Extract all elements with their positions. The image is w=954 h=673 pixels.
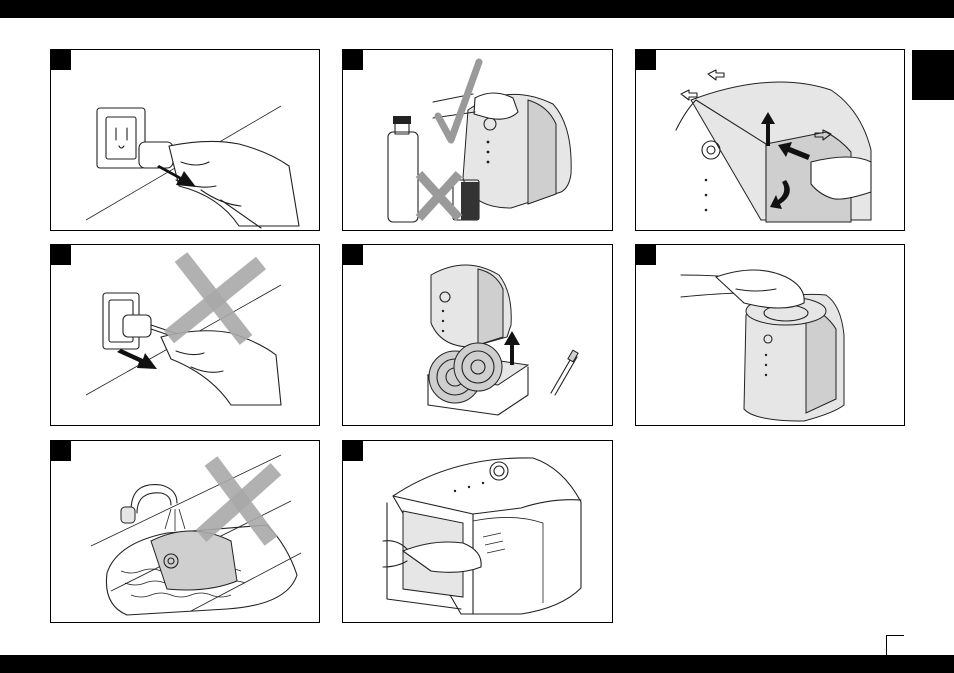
panel-remove-filter bbox=[342, 244, 613, 426]
open-housing-icon bbox=[636, 50, 905, 231]
section-tab bbox=[912, 50, 954, 100]
no-chemicals-icon bbox=[343, 50, 613, 231]
bottom-bar bbox=[0, 655, 954, 673]
panel-no-chemical-cleaners bbox=[342, 49, 613, 231]
no-immersion-icon bbox=[51, 441, 320, 623]
panel-wipe-inside bbox=[342, 440, 613, 623]
wipe-inside-icon bbox=[343, 441, 613, 623]
pull-cord-icon bbox=[51, 245, 320, 426]
filter-removal-icon bbox=[343, 245, 613, 426]
page-number-box bbox=[886, 635, 904, 655]
panel-open-housing bbox=[635, 49, 905, 231]
panel-do-not-immerse bbox=[50, 440, 320, 623]
panel-replace-cover bbox=[635, 244, 905, 426]
panel-unplug bbox=[50, 49, 320, 231]
replace-cover-icon bbox=[636, 245, 905, 426]
top-bar bbox=[0, 0, 954, 18]
unplug-icon bbox=[51, 50, 320, 231]
panel-do-not-pull-cord bbox=[50, 244, 320, 426]
